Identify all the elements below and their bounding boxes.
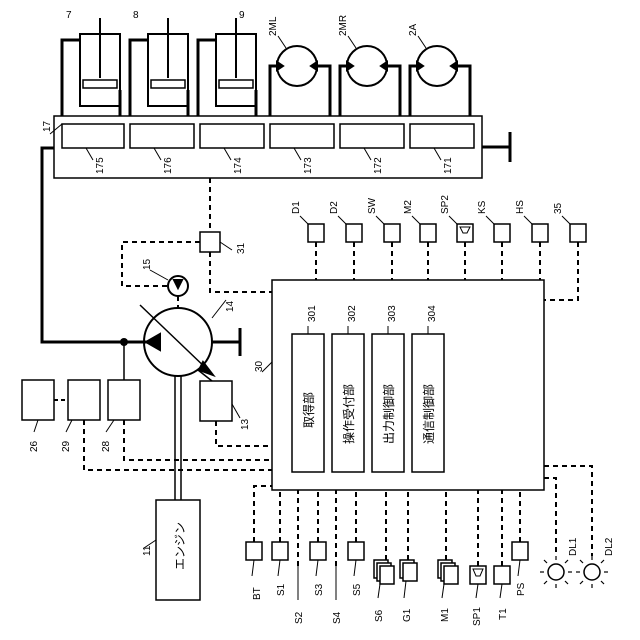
left-box-label: 29: [61, 440, 72, 452]
unit-ref: 303: [387, 305, 398, 322]
lamp-icon: [548, 564, 600, 580]
valve-block: [54, 116, 482, 178]
bottom-label: S3: [314, 583, 325, 596]
cylinder-7-label: 7: [66, 10, 72, 21]
bottom-label: G1: [402, 608, 413, 622]
top-input-label: M2: [403, 200, 414, 214]
motor-2A-label: 2A: [408, 23, 419, 36]
top-input-boxes: [308, 224, 586, 242]
lamp-label: DL1: [568, 537, 579, 556]
controller-label: 30: [254, 360, 265, 372]
pump-leader: [212, 300, 226, 318]
left-box-label: 28: [101, 440, 112, 452]
valve-section-label: 173: [303, 157, 314, 174]
bottom-label: BT: [252, 587, 263, 600]
bottom-label: PS: [516, 582, 527, 596]
top-input-label: HS: [515, 200, 526, 214]
valve-section-label: 174: [233, 157, 244, 174]
unit-name: 取得部: [301, 392, 316, 428]
motor-2A: [410, 46, 470, 116]
valve-section-label: 175: [95, 157, 106, 174]
motor-2ML-leader: [278, 36, 286, 48]
signal-lines-left: [38, 420, 272, 470]
stacked-boxes: [374, 560, 510, 584]
valve-section-label: 172: [373, 157, 384, 174]
engine-name: エンジン: [173, 522, 187, 570]
top-input-label: SP2: [440, 195, 451, 214]
valve-block-label: 17: [42, 120, 53, 132]
bottom-label: S4: [332, 611, 343, 624]
bottom-label: S1: [276, 583, 287, 596]
bottom-label: SP1: [472, 607, 483, 626]
unit-name: 出力制御部: [381, 384, 396, 444]
main-pump: [140, 305, 240, 376]
top-input-label: D1: [291, 201, 302, 214]
bottom-label: S6: [374, 609, 385, 622]
unit-name: 操作受付部: [341, 384, 356, 444]
unit-ref: 301: [307, 305, 318, 322]
sensor-13: [200, 381, 232, 421]
sensor-13-label: 13: [240, 418, 251, 430]
top-input-label: SW: [367, 197, 378, 214]
pilot-lines: [122, 178, 272, 308]
unit-ref: 304: [427, 305, 438, 322]
cylinder-8-label: 8: [133, 10, 139, 21]
left-box: [22, 380, 140, 420]
motor-2ML-label: 2ML: [268, 16, 279, 36]
bottom-label: S5: [352, 583, 363, 596]
top-input-label: D2: [329, 201, 340, 214]
lamp-label: DL2: [604, 537, 615, 556]
bottom-label: T1: [498, 608, 509, 620]
unit-name: 通信制御部: [421, 384, 436, 444]
cylinder-9: [198, 18, 256, 116]
valve-31-leader: [220, 242, 232, 250]
bottom-label: S2: [294, 611, 305, 624]
motor-2MR: [340, 46, 400, 116]
pressure-line: [42, 148, 160, 342]
unit-ref: 302: [347, 305, 358, 322]
valve-section-leaders: [86, 148, 441, 160]
motor-2ML: [270, 46, 330, 116]
pilot-pump-leader: [150, 270, 168, 280]
engine-label: 11: [142, 545, 153, 556]
top-input-label: 35: [553, 202, 564, 214]
left-box-label: 26: [29, 440, 40, 452]
top-input-leaders: [300, 216, 570, 224]
valve-section-label: 176: [163, 157, 174, 174]
cylinder-9-label: 9: [239, 10, 245, 21]
motor-2MR-label: 2MR: [338, 15, 349, 36]
pilot-pump-label: 15: [142, 258, 153, 270]
tank-symbol: [482, 132, 510, 147]
top-input-label: KS: [477, 200, 488, 214]
bottom-label: M1: [440, 608, 451, 622]
tank-symbol: [482, 132, 510, 162]
pump-label: 14: [225, 300, 236, 312]
cylinder-8: [130, 18, 188, 116]
motor-2MR-leader: [348, 36, 356, 48]
valve-31: [200, 232, 220, 252]
valve-31-label: 31: [236, 242, 247, 254]
left-box-leaders: [34, 420, 114, 432]
motor-2A-leader: [418, 36, 426, 48]
valve-section-label: 171: [443, 157, 454, 174]
pilot-pump: [168, 276, 188, 296]
cylinder-7: [62, 18, 120, 116]
sensor-13-leader: [232, 404, 240, 418]
